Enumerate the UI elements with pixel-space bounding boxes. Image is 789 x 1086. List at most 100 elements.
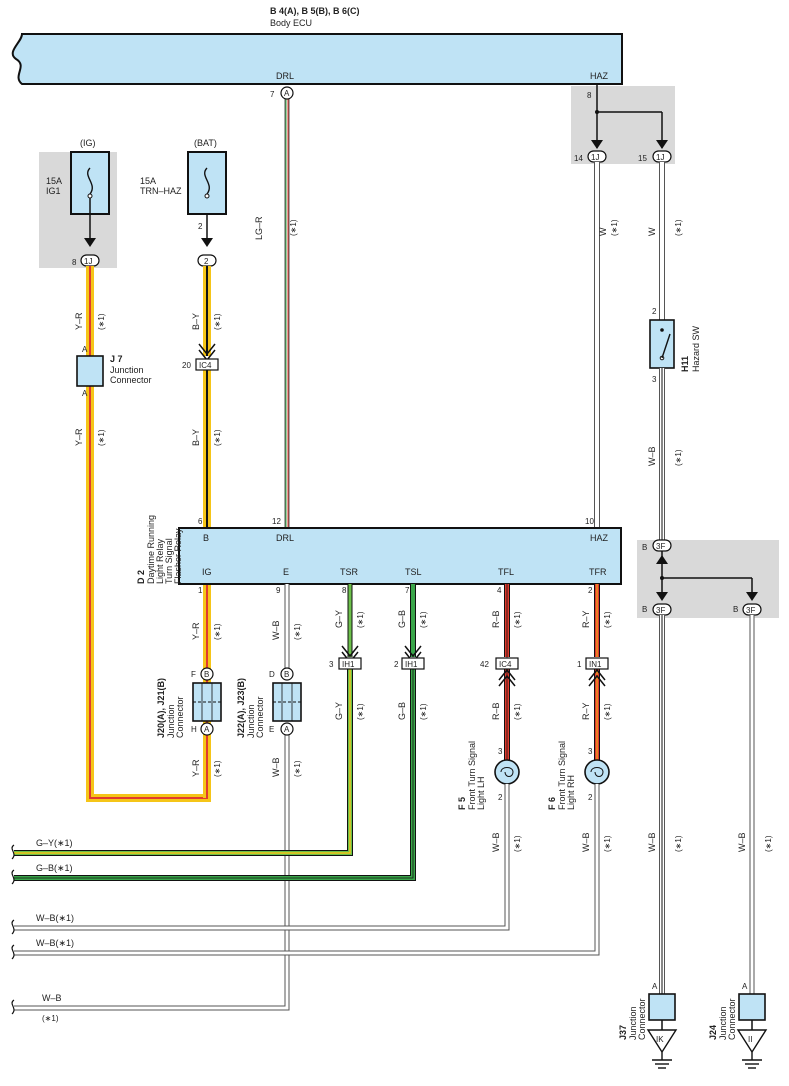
ecu-subtitle: Body ECU [270,18,312,28]
bat-fuse-header: (BAT) [194,138,217,148]
j20-id: J20(A), J21(B) [156,678,166,738]
left-exit-label-5: (∗1) [42,1014,59,1023]
j20-name1: Junction [166,704,176,738]
wire-label-y-r-4: Y–R [191,759,201,777]
wire-star-w-1: (∗1) [610,219,619,236]
j3f-conn-top: 3F [656,542,665,551]
j7-pin-bottom: A [82,389,88,398]
wire-star-y-r-4: (∗1) [213,760,222,777]
hazard-sw-name: Hazard SW [691,325,701,372]
wire-star-b-y-2: (∗1) [213,429,222,446]
wire-star-g-y-1: (∗1) [356,611,365,628]
j3f-pin-left: B [642,605,647,614]
f5-id: F 5 [457,797,467,810]
ih1-a-connector: 3 IH1 [329,657,362,670]
j22-id: J22(A), J23(B) [236,678,246,738]
relay-top-label-0: B [203,533,209,543]
j7-id: J 7 [110,354,123,364]
j24-junction-connector[interactable]: A II [736,982,768,1069]
front-turn-light-rh[interactable]: 3 2 [584,747,610,802]
wire-label-g-b-2: G–B [397,702,407,720]
left-exit-label-2: W–B(∗1) [36,913,74,923]
wire-label-b-y-2: B–Y [191,429,201,446]
hazard-switch[interactable]: 2 3 H11 Hazard SW [649,307,701,384]
j24-name1: Junction [718,1006,728,1040]
wire-star-w-b-j37: (∗1) [674,835,683,852]
relay-d2[interactable] [178,527,622,585]
wire-g-y[interactable] [14,584,353,856]
relay-id: D 2 [136,570,146,584]
wire-w-b-e[interactable] [14,584,290,1011]
wire-label-y-r-2: Y–R [74,428,84,446]
ig-fuse-header: (IG) [80,138,96,148]
wire-star-r-y-2: (∗1) [603,703,612,720]
wire-star-w-b-f6: (∗1) [603,835,612,852]
j22-conn-top: B [284,670,289,679]
ic4-b-connector: 42 IC4 [480,657,519,670]
j7-junction-connector[interactable]: A A J 7 Junction Connector [76,345,152,398]
body-ecu[interactable]: B 4(A), B 5(B), B 6(C) Body ECU DRL HAZ [11,6,623,85]
j20-pin-top: F [191,670,196,679]
j20-junction-connector[interactable]: F B H A [191,667,222,736]
left-exit-label-3: W–B(∗1) [36,938,74,948]
j3f-pin-right: B [733,605,738,614]
wire-star-g-b-1: (∗1) [419,611,428,628]
relay-top-label-1: DRL [276,533,294,543]
ig-conn-pin: 8 [72,258,77,267]
f6-pin-bottom: 2 [588,793,593,802]
wire-label-w-1: W [598,227,608,236]
haz-conn-pin-right: 15 [638,154,647,163]
j20-name2: Connector [175,696,185,738]
wire-label-g-y-2: G–Y [334,702,344,720]
wire-star-w-b-f5: (∗1) [513,835,522,852]
j3f-pin-top: B [642,543,647,552]
j22-pin-bottom: E [269,725,274,734]
hazard-sw-pin-bottom: 3 [652,375,657,384]
relay-top-pin-2: 10 [585,517,594,526]
ih1-b-pin: 2 [394,660,399,669]
bat-connector: 2 [197,254,217,267]
ih1-b-id: IH1 [405,660,418,669]
j20-pin-bottom: H [191,725,197,734]
haz-connector-right: 15 1J [638,150,672,163]
j7-name2: Connector [110,375,152,385]
relay-bottom-label-4: TFL [498,567,514,577]
relay-top-label-2: HAZ [590,533,609,543]
wire-g-b[interactable] [14,584,416,881]
f5-pin-top: 3 [498,747,503,756]
wire-star-y-r-1: (∗1) [97,313,106,330]
j37-junction-connector[interactable]: A IK [646,982,678,1069]
wire-star-w-b-j24: (∗1) [764,835,773,852]
ecu-drl-connector: 7 A [270,86,294,100]
wire-label-w-b-e-1: W–B [271,620,281,640]
wire-label-w-b-e-2: W–B [271,757,281,777]
wire-label-g-b-1: G–B [397,610,407,628]
ig-fuse[interactable]: (IG) 15A IG1 [46,138,110,247]
j22-junction-connector[interactable]: D B E A [269,667,302,736]
ic4-b-arrow [498,668,516,687]
j37-id: J37 [618,1025,628,1040]
wire-w-b-f6[interactable] [14,784,600,956]
wire-label-r-b-1: R–B [491,610,501,628]
relay-bottom-pin-1: 9 [276,586,281,595]
bat-fuse[interactable]: (BAT) 15A TRN–HAZ 2 [140,138,227,247]
bat-fuse-rating: 15A [140,176,156,186]
f5-name1: Front Turn Signal [467,741,477,810]
relay-name2: Light Relay [155,538,165,584]
wire-star-r-b-1: (∗1) [513,611,522,628]
relay-bottom-pin-0: 1 [198,586,203,595]
j24-id: J24 [708,1025,718,1040]
bat-fuse-name: TRN–HAZ [140,186,182,196]
junction-3f[interactable]: B 3F B 3F B 3F [642,539,762,616]
wire-label-g-y-1: G–Y [334,610,344,628]
ih1-a-id: IH1 [342,660,355,669]
j37-name1: Junction [628,1006,638,1040]
ic4-top-connector: 20 IC4 [182,358,219,371]
ig-fuse-name: IG1 [46,186,61,196]
relay-bottom-pin-3: 7 [405,586,410,595]
wire-w-b-f5[interactable] [14,784,510,931]
wire-lg-r[interactable] [284,98,290,528]
relay-bottom-pin-2: 8 [342,586,347,595]
wire-star-w-2: (∗1) [674,219,683,236]
